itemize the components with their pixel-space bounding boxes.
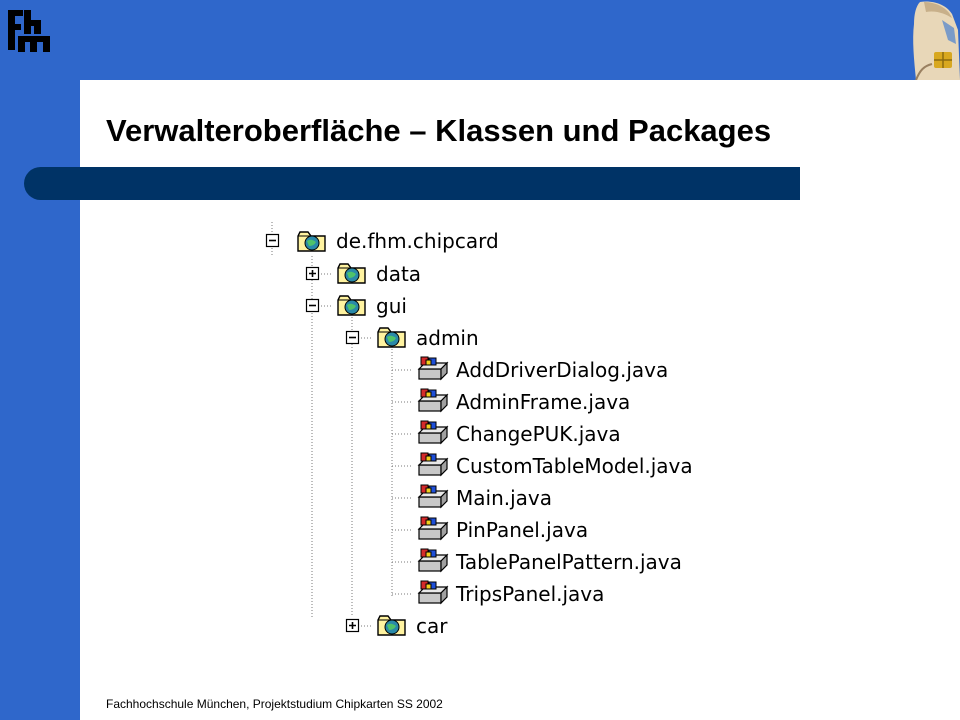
slide-title: Verwalteroberfläche – Klassen und Packag…	[106, 113, 772, 148]
tree-node-label: data	[376, 262, 421, 286]
java-class-icon	[418, 516, 448, 540]
sidebar-background	[0, 0, 80, 720]
footer-text: Fachhochschule München, Projektstudium C…	[106, 697, 443, 711]
tree-node-car[interactable]: car	[345, 614, 449, 638]
java-class-icon	[418, 420, 448, 444]
fhm-logo	[8, 10, 50, 52]
tree-file-label: AdminFrame.java	[456, 390, 630, 414]
tree-file-row[interactable]: TripsPanel.java	[418, 580, 604, 606]
plus-box-icon[interactable]	[305, 266, 320, 281]
tree-file-row[interactable]: AddDriverDialog.java	[418, 356, 668, 382]
tree-node-gui[interactable]: gui	[305, 294, 407, 318]
tree-file-label: PinPanel.java	[456, 518, 588, 542]
package-folder-icon	[377, 327, 406, 348]
tree-file-row[interactable]: AdminFrame.java	[418, 388, 630, 414]
package-folder-icon	[337, 263, 366, 284]
tree-file-label: TablePanelPattern.java	[455, 550, 682, 574]
tree-node-label: de.fhm.chipcard	[336, 229, 499, 253]
minus-box-icon[interactable]	[345, 330, 360, 345]
tree-file-row[interactable]: TablePanelPattern.java	[418, 548, 682, 574]
tree-file-label: CustomTableModel.java	[456, 454, 693, 478]
java-class-icon	[418, 548, 448, 572]
minus-box-icon[interactable]	[305, 298, 320, 313]
chipcard-face-image	[902, 0, 960, 80]
tree-file-row[interactable]: Main.java	[418, 484, 552, 510]
header-background	[0, 0, 960, 80]
java-class-icon	[418, 452, 448, 476]
tree-file-row[interactable]: CustomTableModel.java	[418, 452, 693, 478]
java-class-icon	[418, 356, 448, 380]
tree-node-root[interactable]: de.fhm.chipcard	[265, 229, 499, 253]
tree-file-label: TripsPanel.java	[455, 582, 604, 606]
tree-file-label: ChangePUK.java	[456, 422, 621, 446]
title-underline-bar	[24, 167, 800, 200]
tree-node-data[interactable]: data	[305, 262, 422, 286]
java-class-icon	[418, 580, 448, 604]
tree-node-admin[interactable]: admin	[345, 326, 479, 350]
tree-file-label: Main.java	[456, 486, 552, 510]
tree-file-row[interactable]: ChangePUK.java	[418, 420, 621, 446]
package-folder-icon	[337, 295, 366, 316]
package-folder-icon	[297, 231, 326, 252]
tree-node-label: admin	[416, 326, 479, 350]
tree-file-label: AddDriverDialog.java	[456, 358, 668, 382]
package-folder-icon	[377, 615, 406, 636]
tree-file-row[interactable]: PinPanel.java	[418, 516, 588, 542]
java-class-icon	[418, 484, 448, 508]
java-class-icon	[418, 388, 448, 412]
tree-node-label: gui	[376, 294, 407, 318]
tree-node-label: car	[416, 614, 448, 638]
plus-box-icon[interactable]	[345, 618, 360, 633]
minus-box-icon[interactable]	[265, 233, 280, 248]
